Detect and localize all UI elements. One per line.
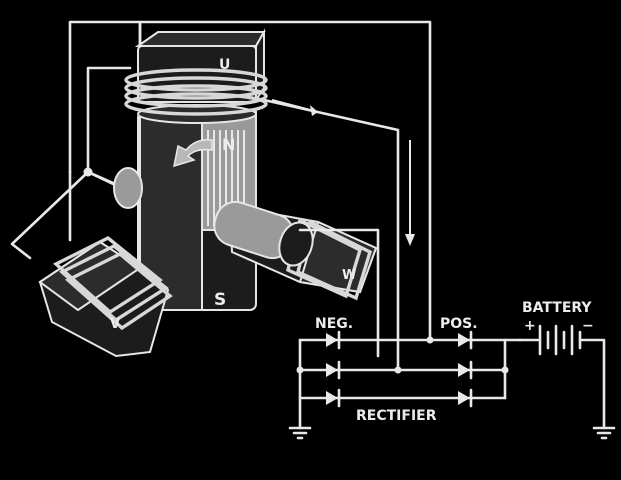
- pole-w-label: W: [342, 268, 356, 283]
- battery-minus-label: −: [582, 318, 594, 334]
- ground-icon: [288, 426, 312, 440]
- wiring-v: [10, 167, 132, 260]
- rotation-arrow-icon: [173, 138, 213, 168]
- ground-icon: [592, 426, 616, 440]
- diode-icon: [458, 388, 473, 408]
- magnet-s-label: S: [214, 290, 226, 310]
- stator-pole-w: W: [213, 200, 378, 301]
- battery-label: BATTERY: [522, 300, 592, 316]
- battery-icon: BATTERY + −: [518, 300, 606, 430]
- diode-icon: [326, 360, 341, 380]
- magnet-n-label: N: [222, 135, 235, 154]
- pos-label: POS.: [440, 316, 478, 332]
- diode-icon: [458, 360, 473, 380]
- stator-pole-u: U: [124, 28, 268, 116]
- diode-icon: [326, 330, 341, 350]
- pole-u-label: U: [219, 57, 230, 73]
- stator-pole-v: V: [38, 167, 173, 358]
- rectifier-bridge: NEG. POS. RECTIFIER: [296, 316, 522, 430]
- battery-plus-label: +: [524, 318, 536, 334]
- wiring-w: [298, 228, 380, 358]
- neg-label: NEG.: [315, 316, 353, 332]
- diode-icon: [326, 388, 341, 408]
- star-junction: [83, 167, 93, 177]
- pole-v-label: V: [110, 317, 120, 332]
- diode-icon: [458, 330, 473, 350]
- rectifier-label: RECTIFIER: [356, 408, 437, 424]
- current-arrow-icon: [271, 99, 415, 246]
